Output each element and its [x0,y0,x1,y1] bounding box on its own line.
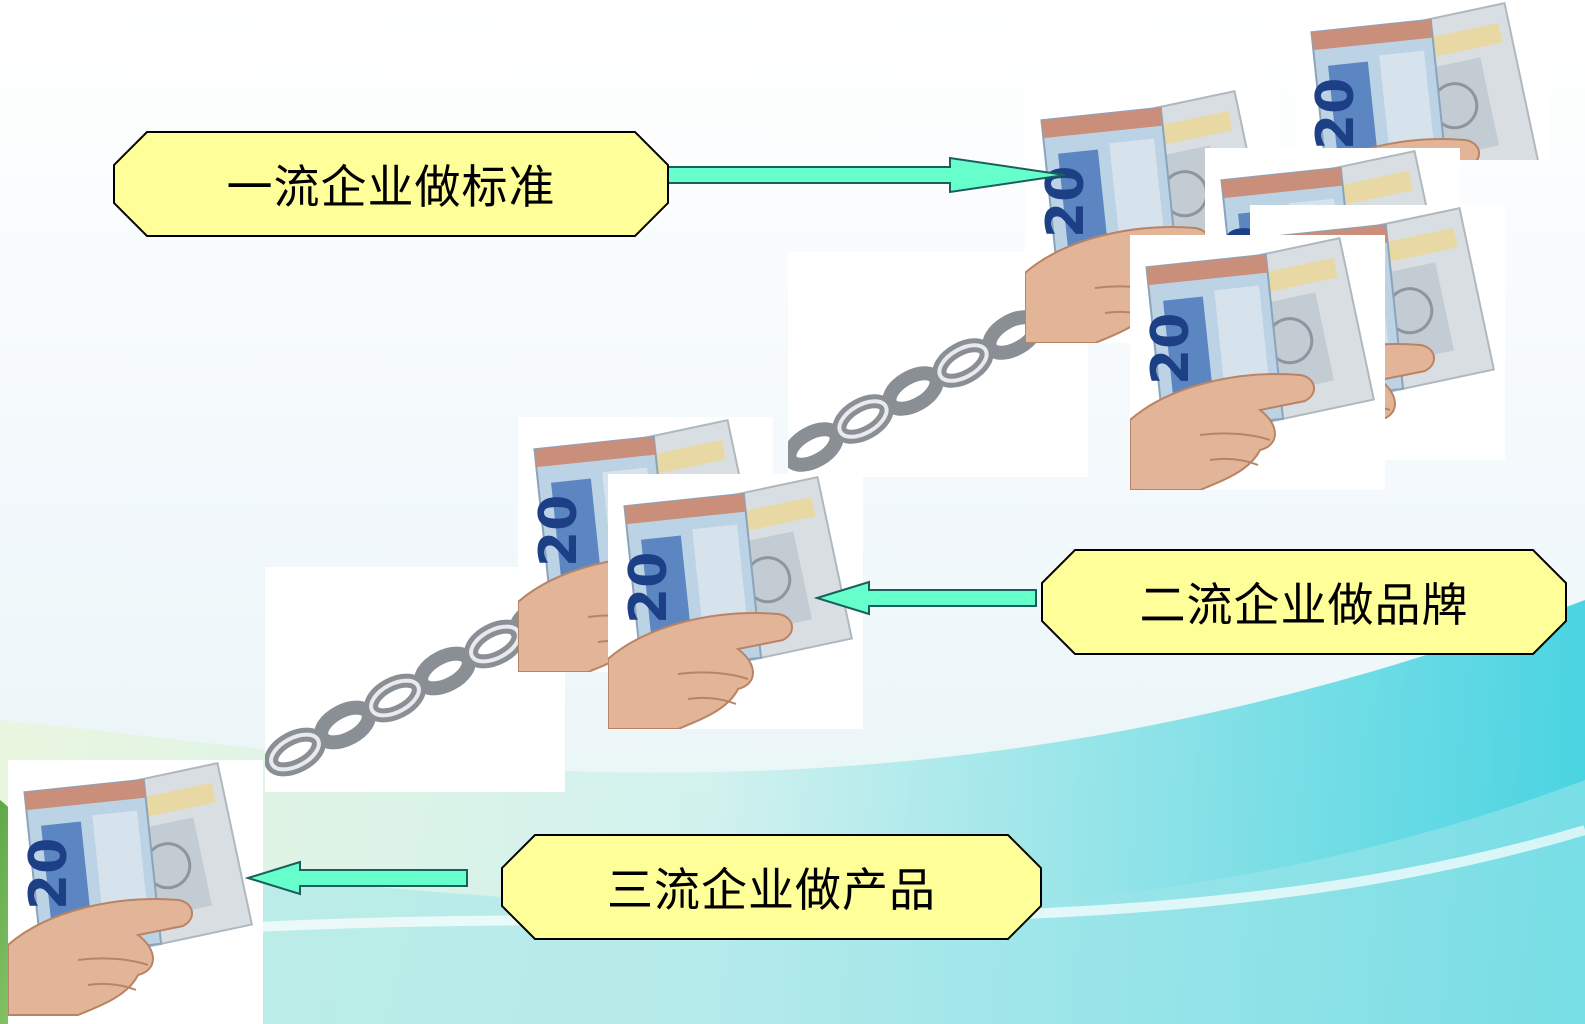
money-hand-photo-top-front [1130,235,1385,490]
money-hand-photo-bottom [8,760,263,1024]
label-second-tier: 二流企业做品牌 [1040,548,1568,656]
label-third-tier-text: 三流企业做产品 [607,863,936,917]
label-third-tier: 三流企业做产品 [500,833,1043,941]
label-first-tier-text: 一流企业做标准 [226,160,556,214]
label-first-tier: 一流企业做标准 [112,130,670,238]
arrow-left-to-brand [814,580,1037,616]
label-second-tier-text: 二流企业做品牌 [1139,578,1469,632]
arrow-left-to-product [245,860,468,896]
arrow-right-to-standards [666,156,1066,194]
money-hand-photo-top-corner [1295,0,1550,160]
money-hand-photo-mid-front [608,474,863,729]
